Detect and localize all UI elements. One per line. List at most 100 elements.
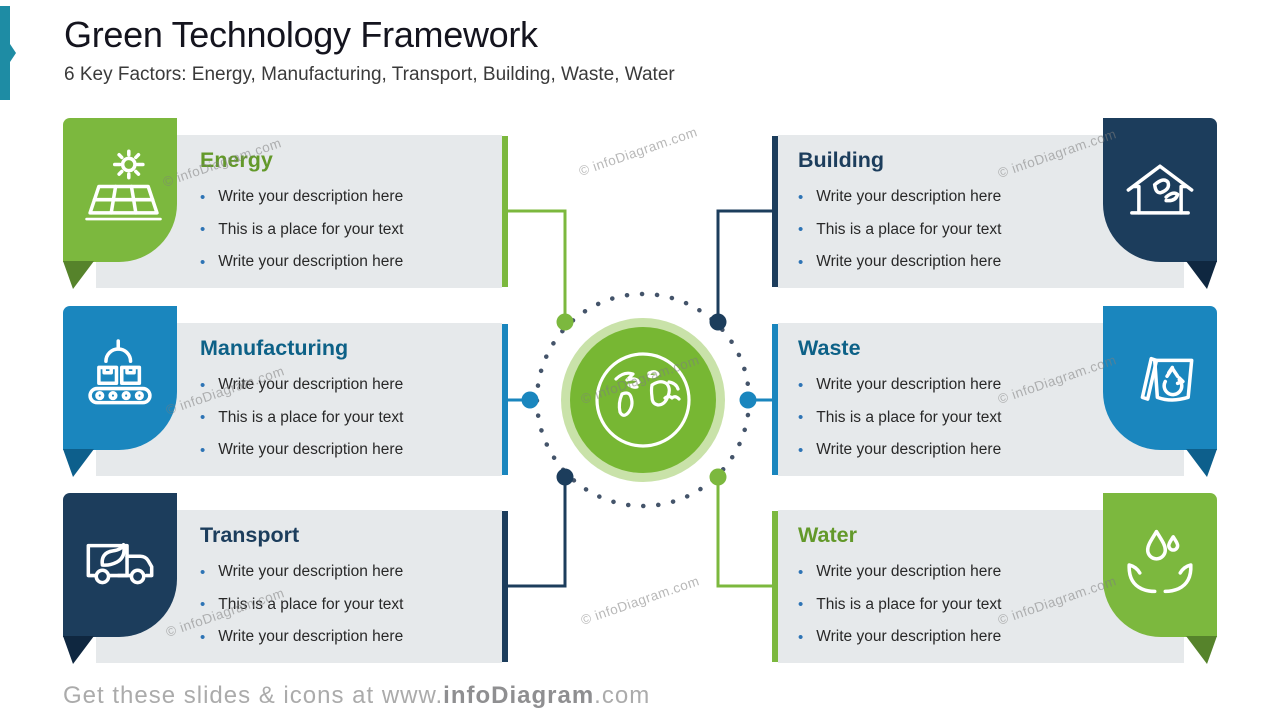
icon-block bbox=[63, 118, 177, 262]
bullet-dot: • bbox=[798, 376, 804, 394]
fold-corner bbox=[1186, 636, 1217, 664]
bullet-dot: • bbox=[798, 188, 804, 206]
bullet-text: This is a place for your text bbox=[816, 408, 1002, 426]
bullet-text: Write your description here bbox=[816, 563, 1002, 581]
eco-truck-icon bbox=[86, 543, 154, 585]
bullet-text: Write your description here bbox=[218, 376, 404, 394]
bullet-dot: • bbox=[200, 596, 206, 614]
bullet-text: Write your description here bbox=[218, 563, 404, 581]
eco-house-icon bbox=[1126, 164, 1194, 215]
card-accent-bar bbox=[772, 324, 778, 475]
connector-waste bbox=[739, 391, 772, 409]
list-item: • This is a place for your text bbox=[798, 214, 1093, 247]
list-item: • Write your description here bbox=[200, 434, 490, 467]
bullet-text: This is a place for your text bbox=[218, 220, 404, 238]
list-item: • Write your description here bbox=[798, 181, 1093, 214]
card-water: Water • Write your description here • This… bbox=[772, 493, 1217, 664]
bullet-dot: • bbox=[200, 253, 206, 271]
solar-panel-icon bbox=[85, 149, 162, 221]
bullet-text: Write your description here bbox=[218, 188, 404, 206]
list-item: • Write your description here bbox=[798, 434, 1093, 467]
footer-text: Get these slides & icons at www. bbox=[63, 682, 444, 709]
bullet-dot: • bbox=[200, 441, 206, 459]
list-item: •Write your description here bbox=[798, 621, 1093, 654]
water-hands-icon bbox=[1127, 529, 1193, 594]
card-title: Building bbox=[798, 148, 884, 172]
icon-block bbox=[63, 493, 177, 637]
page-title: Green Technology Framework bbox=[64, 14, 538, 55]
list-item: • Write your description here bbox=[798, 556, 1093, 589]
bullet-dot: • bbox=[798, 441, 804, 459]
list-item: • Write your description here bbox=[798, 246, 1093, 279]
fold-corner bbox=[63, 636, 94, 664]
bullet-text: This is a place for your text bbox=[816, 220, 1002, 238]
bullet-text: This is a place for your text bbox=[218, 595, 404, 613]
bullet-text: This is a place for your text bbox=[218, 408, 404, 426]
bullet-dot: • bbox=[798, 221, 804, 239]
list-item: • Write your description here bbox=[200, 369, 490, 402]
bullet-text: Write your description here bbox=[816, 441, 1002, 459]
bullet-dot: • bbox=[200, 376, 206, 394]
bullet-text: This is a place for your text bbox=[816, 595, 1002, 613]
footer-brand: infoDiagram bbox=[443, 682, 595, 709]
icon-block bbox=[1103, 118, 1217, 262]
list-item: • This is a place for your text bbox=[200, 402, 490, 435]
connector-manufacturing bbox=[508, 391, 539, 409]
card-title: Manufacturing bbox=[200, 336, 349, 360]
list-item: • This is a place for your text bbox=[798, 589, 1093, 622]
bullet-text: Write your description here bbox=[218, 253, 404, 271]
list-item: • Write your description here bbox=[798, 369, 1093, 402]
connector-building bbox=[709, 209, 772, 331]
card-accent-bar bbox=[772, 511, 778, 662]
card-title: Transport bbox=[200, 523, 300, 547]
bullet-text: Write your description here bbox=[816, 376, 1002, 394]
list-item: • Write your description here bbox=[200, 621, 490, 654]
bullet-dot: • bbox=[798, 253, 804, 271]
conveyor-icon bbox=[88, 339, 152, 405]
recycle-bin-icon bbox=[1140, 356, 1194, 402]
connector-transport bbox=[508, 468, 574, 588]
list-item: • Write your description here bbox=[200, 246, 490, 279]
bullet-dot: • bbox=[798, 596, 804, 614]
icon-block bbox=[1103, 306, 1217, 450]
list-item: • This is a place for your text bbox=[200, 589, 490, 622]
connector-water bbox=[709, 468, 772, 588]
footer-text-suffix: .com bbox=[594, 682, 651, 709]
watermark: © infoDiagram.com bbox=[578, 573, 702, 628]
bullet-dot: • bbox=[200, 221, 206, 239]
watermark: © infoDiagram.com bbox=[578, 352, 702, 407]
card-title: Waste bbox=[798, 336, 861, 360]
bullet-text: Write your description here bbox=[816, 188, 1002, 206]
bullet-dot: • bbox=[798, 409, 804, 427]
card-building: Building • Write your description here • T… bbox=[772, 118, 1217, 289]
list-item: • This is a place for your text bbox=[798, 402, 1093, 435]
bullet-dot: • bbox=[798, 563, 804, 581]
footer-credit: Get these slides & icons at www.infoDiag… bbox=[63, 682, 650, 710]
card-title: Water bbox=[798, 523, 857, 547]
teal-flag-accent bbox=[0, 6, 16, 100]
card-accent-bar bbox=[502, 511, 508, 662]
list-item: • Write your description here bbox=[200, 181, 490, 214]
bullet-dot: • bbox=[200, 188, 206, 206]
bullet-text: Write your description here bbox=[218, 441, 404, 459]
watermark: © infoDiagram.com bbox=[576, 124, 700, 179]
bullet-dot: • bbox=[200, 563, 206, 581]
card-energy: Energy •Write your description here •Thi… bbox=[63, 118, 508, 289]
fold-corner bbox=[1186, 449, 1217, 477]
bullet-dot: • bbox=[200, 409, 206, 427]
list-item: • This is a place for your text bbox=[200, 214, 490, 247]
bullet-dot: • bbox=[200, 628, 206, 646]
bullet-text: Write your description here bbox=[816, 253, 1002, 271]
fold-corner bbox=[63, 261, 94, 289]
page-subtitle: 6 Key Factors: Energy, Manufacturing, Tr… bbox=[64, 64, 675, 85]
list-item: • Write your description here bbox=[200, 556, 490, 589]
bullet-text: Write your description here bbox=[218, 628, 404, 646]
card-waste: Waste • Write your description here • This… bbox=[772, 306, 1217, 477]
card-accent-bar bbox=[502, 136, 508, 287]
dotted-ring bbox=[534, 291, 752, 509]
card-transport: Transport • Write your description here •… bbox=[63, 493, 508, 664]
card-manufacturing: Manufacturing • Write your description he… bbox=[63, 306, 508, 477]
bullet-text: Write your description here bbox=[816, 628, 1002, 646]
fold-corner bbox=[1186, 261, 1217, 289]
